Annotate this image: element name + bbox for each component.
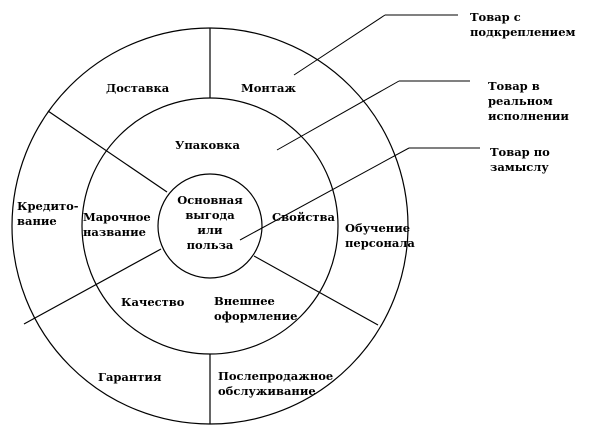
actual-product-callout: Товар в реальном исполнении <box>488 79 569 123</box>
callout-line-augmented <box>293 14 386 76</box>
crediting-label: Кредито- вание <box>17 199 79 228</box>
callout-line-actual <box>276 80 400 151</box>
staff-training-label: Обучение персонала <box>345 221 415 250</box>
core-product-callout: Товар по замыслу <box>490 145 550 174</box>
packaging-label: Упаковка <box>175 138 240 152</box>
installation-label: Монтаж <box>241 81 297 95</box>
callout-line-core <box>239 147 410 241</box>
inner-circle <box>157 173 263 279</box>
brand-name-label: Марочное название <box>83 210 151 239</box>
divider-lower-left <box>23 248 162 325</box>
delivery-label: Доставка <box>106 81 170 95</box>
features-label: Свойства <box>272 210 335 224</box>
divider-lower-right <box>253 255 379 326</box>
divider-upper-left <box>47 110 168 193</box>
after-sales-service-label: Послепродажное обслуживание <box>218 369 334 398</box>
quality-label: Качество <box>121 295 185 309</box>
augmented-product-callout: Товар с подкреплением <box>470 10 576 39</box>
design-label: Внешнее оформление <box>214 294 298 323</box>
core-benefit-label: Основная выгода или польза <box>177 193 243 252</box>
warranty-label: Гарантия <box>98 370 162 384</box>
